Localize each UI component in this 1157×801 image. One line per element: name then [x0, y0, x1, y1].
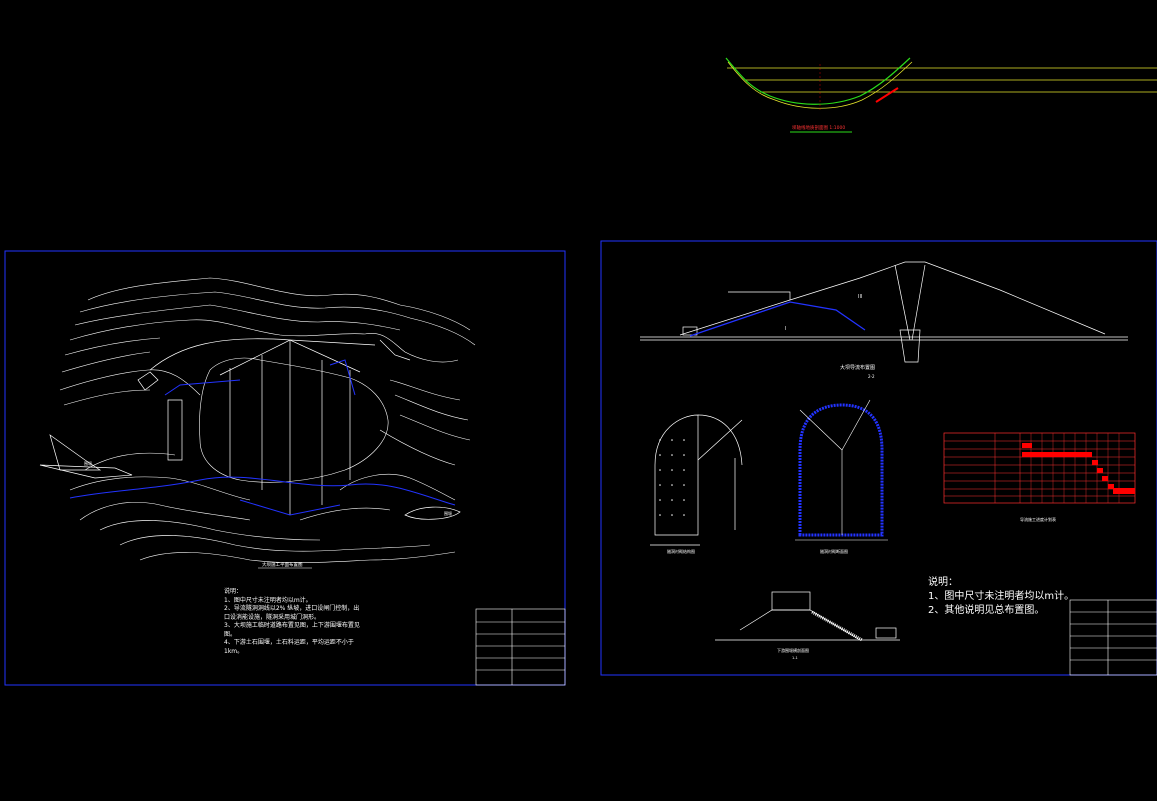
right-note-2: 2、其他说明见总布置图。	[928, 605, 1045, 616]
tunnel-section-right	[798, 403, 884, 537]
cofferdam-sub: 1-1	[792, 656, 798, 660]
tunnel-lining-dots	[659, 439, 685, 516]
left-note-1: 1、图中尺寸未注明者均以m计。	[224, 596, 312, 604]
schedule-table	[943, 432, 1136, 504]
schedule-caption: 导流施工进度计划表	[1020, 516, 1056, 522]
zone-label-3: III	[858, 294, 862, 300]
right-notes: 说明： 1、图中尺寸未注明者均以m计。 2、其他说明见总布置图。	[928, 576, 1074, 618]
contour-lines	[59, 277, 476, 564]
left-note-2: 2、导流隧洞洞线以2% 纵坡，进口设闸门控制，出口设消能设施，隧洞采用城门洞形。	[224, 605, 360, 621]
tunnel-lining-left	[650, 414, 743, 546]
tunnel-left-caption: 隧洞衬砌结构图	[667, 548, 695, 554]
cofferdam-caption: 下游围堰横剖面图	[777, 647, 809, 653]
upstream-cofferdam-label: 围堰	[84, 460, 92, 466]
top-strip-caption: 坝轴线地质剖面图 1:1000	[792, 124, 845, 131]
downstream-cofferdam-label: 围堰	[444, 510, 452, 516]
left-sheet-frame	[4, 250, 566, 686]
right-title-block	[1069, 599, 1157, 676]
left-note-4: 4、下游土石围堰，土石料运距，平均运距不小于1km。	[224, 639, 354, 655]
right-note-1: 1、图中尺寸未注明者均以m计。	[928, 591, 1075, 602]
diversion-structure	[137, 338, 411, 515]
right-sheet-frame	[600, 240, 1157, 676]
left-notes: 说明： 1、图中尺寸未注明者均以m计。 2、导流隧洞洞线以2% 纵坡，进口设闸门…	[224, 588, 364, 656]
dam-cross-section	[640, 261, 1128, 363]
top-section-profile	[725, 57, 1157, 133]
cofferdam-section	[715, 591, 900, 641]
dam-section-sub: 2-2	[868, 374, 875, 379]
left-title-block	[475, 608, 566, 686]
right-notes-title: 说明：	[928, 577, 958, 588]
left-note-3: 3、大坝施工临时道路布置见图，上下游围堰布置见图。	[224, 622, 360, 638]
cofferdam-shapes	[39, 434, 461, 520]
left-drawing-caption: 大坝施工平面布置图	[262, 561, 303, 568]
dam-upstream-slope	[689, 301, 866, 337]
diversion-tunnel-line	[69, 359, 456, 516]
dam-section-caption: 大坝导流布置图	[840, 364, 875, 371]
left-notes-title: 说明：	[224, 588, 243, 595]
zone-label-1: I	[785, 326, 786, 332]
tunnel-right-caption: 隧洞衬砌断面图	[820, 548, 848, 554]
